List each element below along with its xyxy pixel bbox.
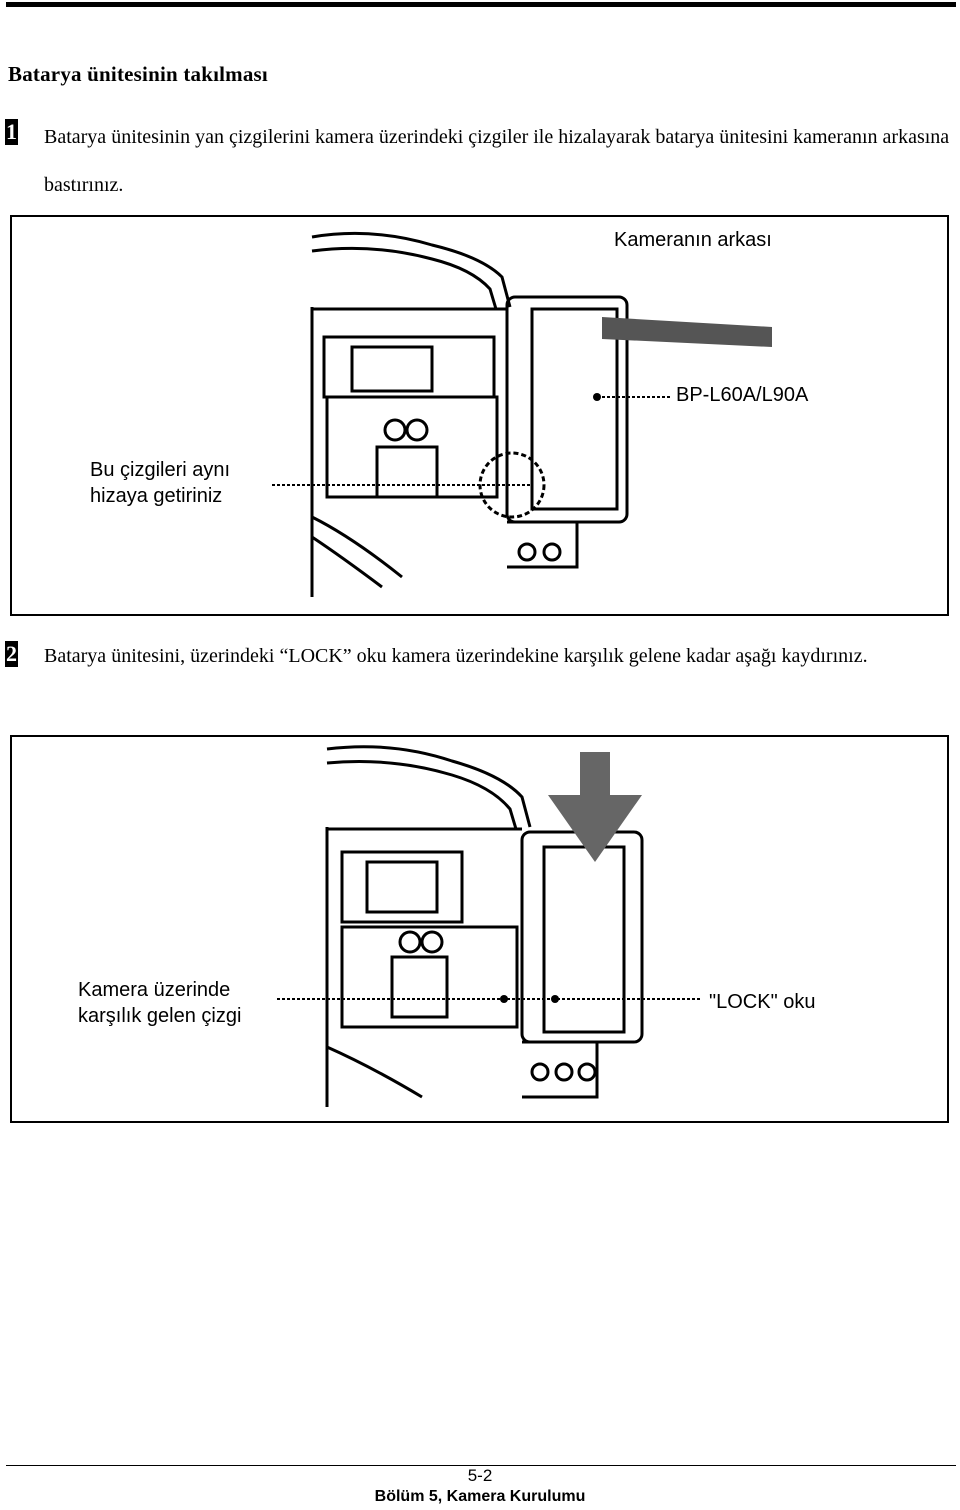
label-battery-model: BP-L60A/L90A <box>676 384 809 406</box>
step-2-number: 2 <box>5 641 18 667</box>
step-2-text: Batarya ünitesini, üzerindeki “LOCK” oku… <box>44 645 868 667</box>
page-number: 5-2 <box>467 1466 493 1485</box>
camera-lock-illustration <box>277 745 702 1107</box>
step-1-number: 1 <box>5 119 18 145</box>
chapter-title: Bölüm 5, Kamera Kurulumu <box>374 1488 586 1505</box>
figure-battery-attach: Kameranın arkası BP-L60A/L90A Bu çizgile… <box>10 215 949 616</box>
footer-rule <box>6 1465 956 1466</box>
step-1-text: Batarya ünitesinin yan çizgilerini kamer… <box>44 126 950 196</box>
top-rule <box>6 2 956 7</box>
label-align-lines: Bu çizgileri aynı hizaya getiriniz <box>90 459 231 507</box>
camera-rear-illustration <box>272 231 772 597</box>
page-heading: Batarya ünitesinin takılması <box>8 62 268 86</box>
label-lock-arrow: "LOCK" oku <box>709 991 816 1013</box>
label-camera-line: Kamera üzerinde karşılık gelen çizgi <box>78 979 242 1027</box>
figure-battery-lock: Kamera üzerinde karşılık gelen çizgi "LO… <box>10 735 949 1123</box>
label-camera-rear: Kameranın arkası <box>614 229 772 251</box>
